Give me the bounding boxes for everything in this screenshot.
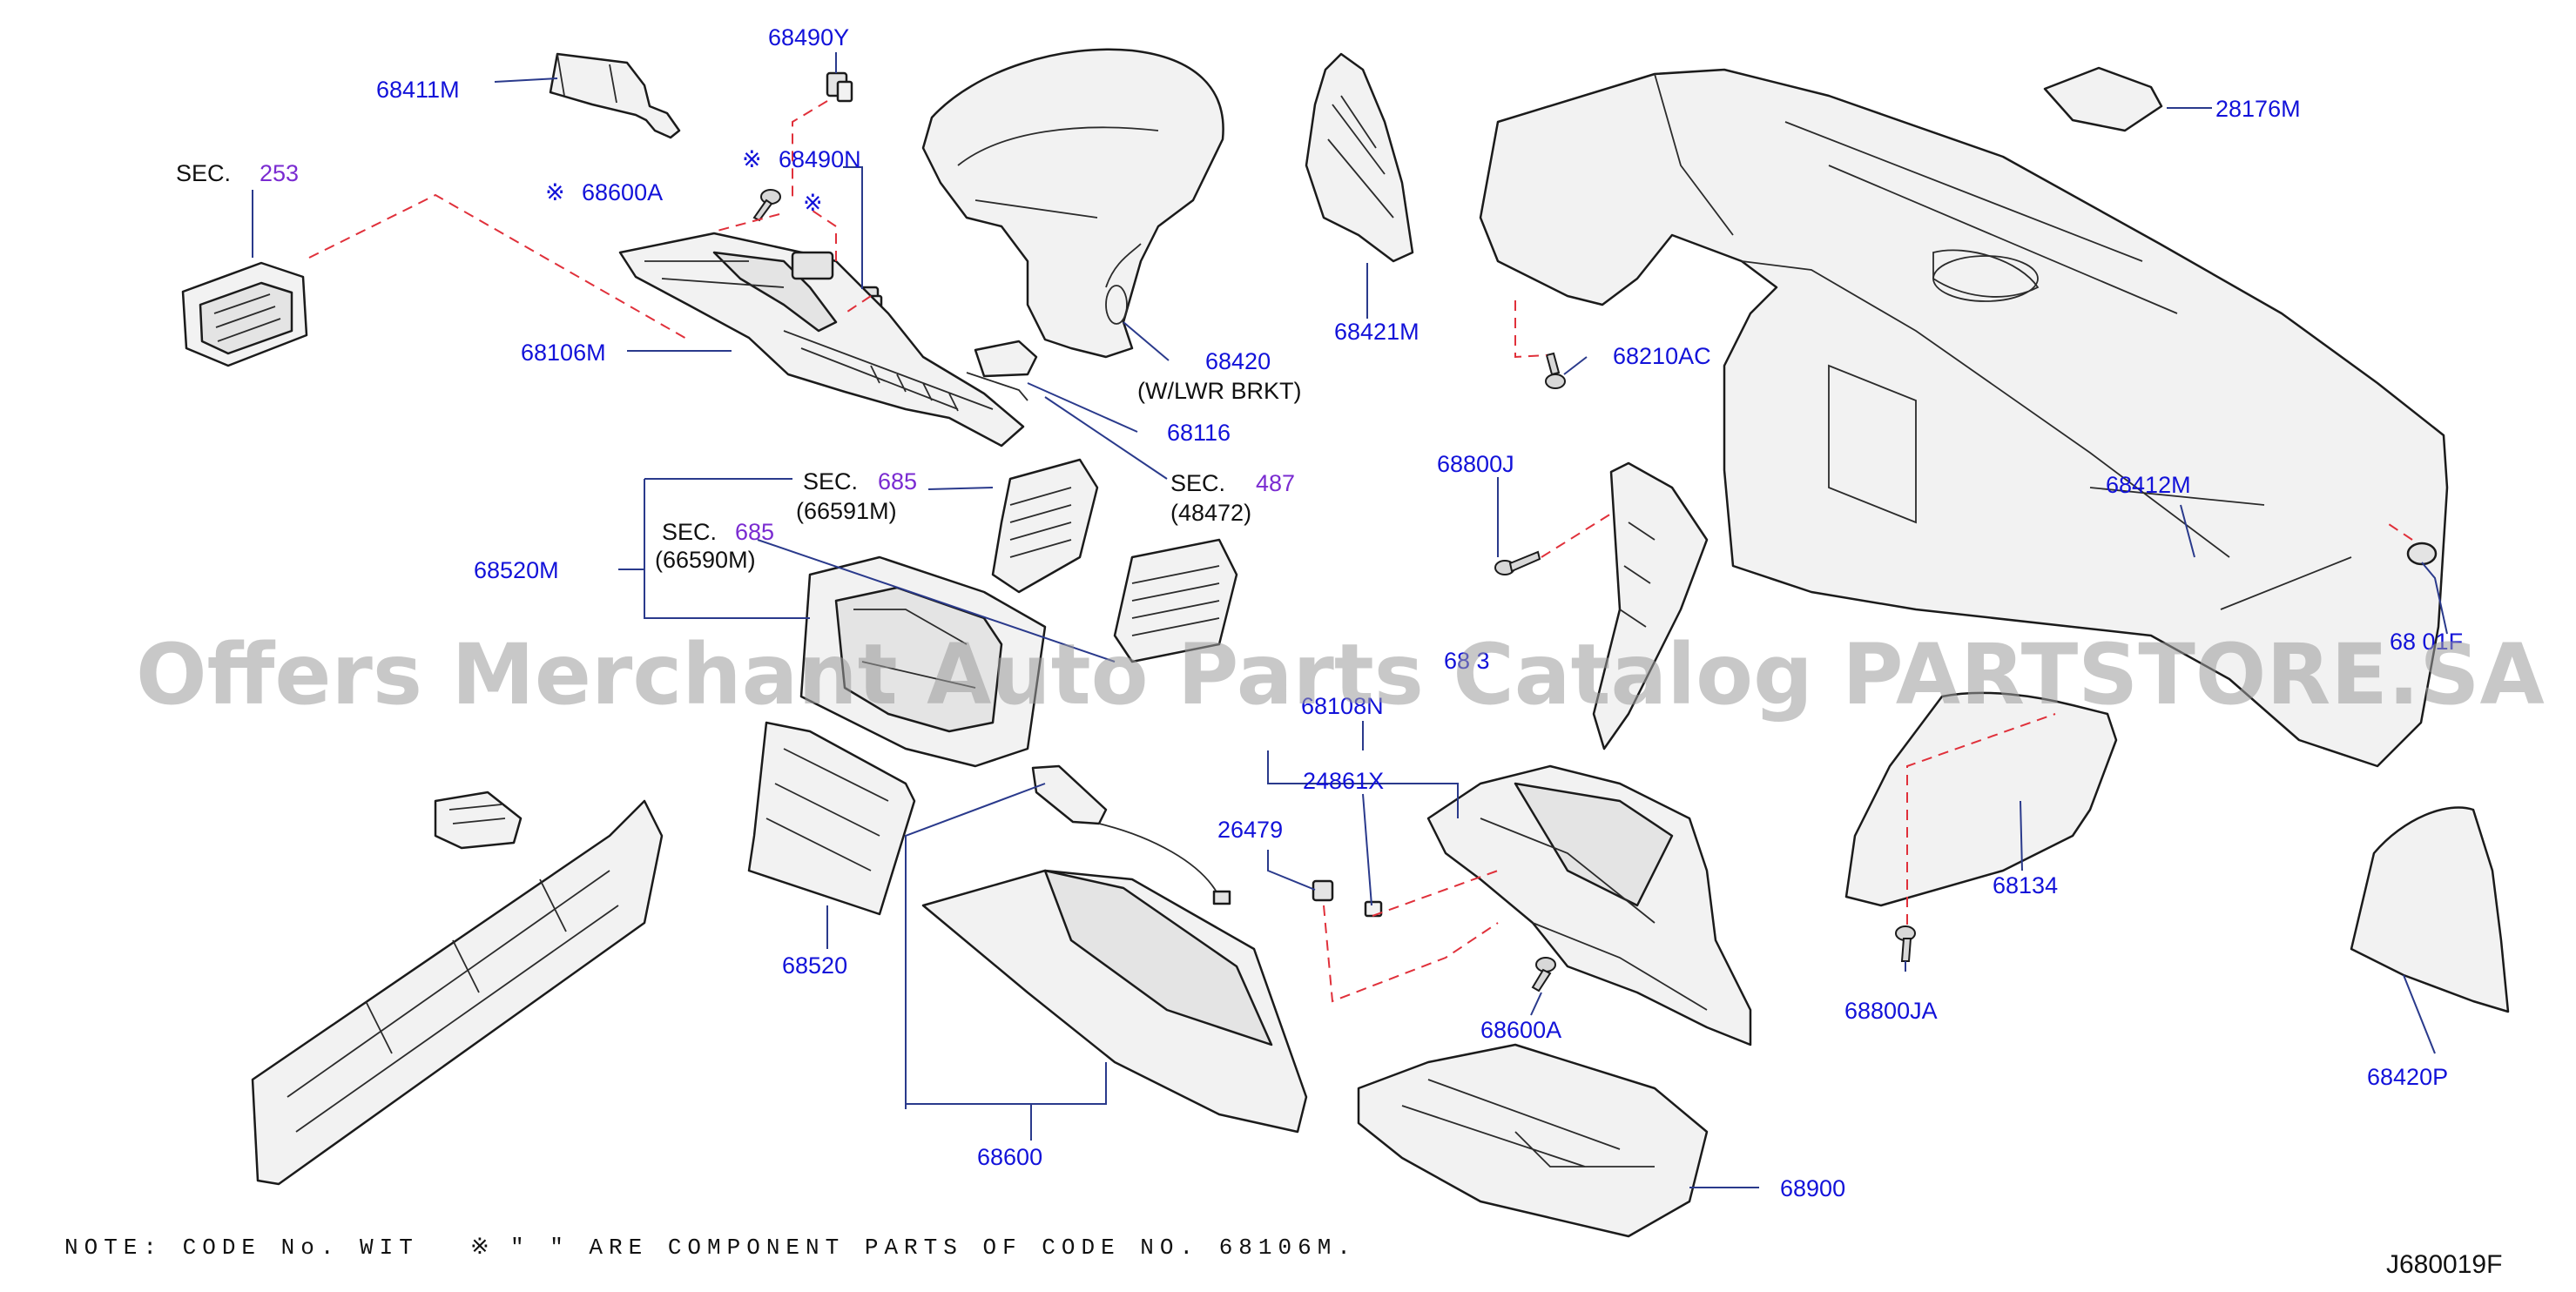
part-labels: 68411M 68490Y ※ 68490N ※ 68600A ※ SEC. 2… — [176, 24, 2463, 1201]
leader-lines — [252, 52, 2448, 1188]
switch-small-drawing — [434, 791, 523, 850]
part-68520-drawing — [747, 721, 916, 916]
label-68900[interactable]: 68900 — [1780, 1175, 1845, 1201]
label-68106M[interactable]: 68106M — [521, 340, 606, 366]
part-68490Y-drawing — [826, 71, 853, 103]
screw-68800J-drawing — [1494, 550, 1541, 575]
part-68421M-drawing — [1305, 52, 1414, 263]
part-68412M-drawing — [1479, 68, 2449, 768]
asterisk-68600A-top: ※ — [545, 179, 565, 205]
label-68520[interactable]: 68520 — [782, 952, 847, 979]
label-68420P[interactable]: 68420P — [2367, 1064, 2448, 1090]
label-68412M[interactable]: 68412M — [2106, 472, 2191, 498]
asterisk-68490N: ※ — [742, 146, 762, 172]
section-685b-number[interactable]: 685 — [735, 519, 774, 545]
label-68420-note: (W/LWR BRKT) — [1137, 378, 1301, 404]
section-487-number[interactable]: 487 — [1256, 470, 1295, 496]
part-68411M-drawing — [549, 52, 681, 139]
label-68108N[interactable]: 68108N — [1301, 693, 1384, 719]
section-487-prefix: SEC. — [1170, 470, 1225, 496]
lower-bracket-left-drawing — [251, 799, 664, 1186]
note-suffix: " " ARE COMPONENT PARTS OF CODE NO. 6810… — [510, 1235, 1357, 1261]
label-68600A-top[interactable]: 68600A — [582, 179, 663, 205]
note-prefix: NOTE: CODE No. WIT — [64, 1235, 419, 1261]
vent-66590M-drawing — [1113, 538, 1238, 663]
harness-drawing — [1031, 764, 1231, 905]
section-253-prefix: SEC. — [176, 160, 231, 186]
part-28176M-drawing — [2043, 66, 2163, 132]
part-68420-drawing — [921, 48, 1224, 359]
dashed-connectors — [308, 100, 2413, 1003]
vent-66591M-drawing — [991, 458, 1099, 594]
label-68600[interactable]: 68600 — [977, 1144, 1042, 1170]
switch-26479-drawing — [1312, 879, 1334, 902]
label-26479[interactable]: 26479 — [1217, 817, 1283, 843]
footer-note: NOTE: CODE No. WIT ※ " " ARE COMPONENT P… — [64, 1235, 1357, 1261]
label-24861X[interactable]: 24861X — [1303, 768, 1384, 794]
part-68900-drawing — [1357, 1043, 1709, 1238]
part-68106M-drawing — [618, 232, 1025, 447]
label-68420[interactable]: 68420 — [1205, 348, 1271, 374]
label-68600A-bottom[interactable]: 68600A — [1480, 1017, 1561, 1043]
label-28176M[interactable]: 28176M — [2215, 96, 2301, 122]
screw-68600A-bottom-drawing — [1531, 957, 1556, 993]
label-688x3[interactable]: 68 3 — [1444, 648, 1490, 674]
section-685a-prefix: SEC. — [803, 468, 858, 495]
screw-68210AC-drawing — [1545, 352, 1566, 389]
label-68411M[interactable]: 68411M — [376, 77, 460, 103]
part-68134-drawing — [1844, 691, 2118, 907]
label-68210AC[interactable]: 68210AC — [1613, 343, 1711, 369]
label-68490N[interactable]: 68490N — [779, 146, 861, 172]
label-68520M[interactable]: 68520M — [474, 557, 559, 583]
part-688x3-drawing — [1592, 461, 1709, 750]
note-symbol: ※ — [470, 1235, 496, 1261]
section-685a-sub: (66591M) — [796, 498, 897, 524]
section-685a-number[interactable]: 685 — [878, 468, 917, 495]
diagram-code: J680019F — [2386, 1250, 2502, 1279]
label-68800JA[interactable]: 68800JA — [1844, 998, 1938, 1024]
label-68800J[interactable]: 68800J — [1437, 451, 1514, 477]
label-68134[interactable]: 68134 — [1993, 872, 2058, 898]
part-68600-drawing — [921, 869, 1308, 1134]
part-68108N-drawing — [1426, 764, 1752, 1046]
label-68490Y[interactable]: 68490Y — [768, 24, 849, 50]
switch-block-sec253-drawing — [181, 261, 308, 367]
watermark: Offers Merchant Auto Parts Catalog PARTS… — [136, 626, 2545, 723]
section-253-number[interactable]: 253 — [260, 160, 299, 186]
section-487-sub: (48472) — [1170, 500, 1251, 526]
section-685b-sub: (66590M) — [655, 547, 756, 573]
asterisk-center: ※ — [803, 190, 823, 216]
label-688x1F[interactable]: 68 01F — [2390, 629, 2463, 655]
section-685b-prefix: SEC. — [662, 519, 717, 545]
label-68116[interactable]: 68116 — [1167, 420, 1231, 446]
label-68421M[interactable]: 68421M — [1334, 319, 1419, 345]
screw-68800JA-drawing — [1895, 925, 1916, 962]
part-68520M-drawing — [799, 555, 1047, 768]
part-68801F-drawing — [2406, 542, 2438, 566]
part-68420P-drawing — [2350, 806, 2510, 1013]
part-68116-drawing — [966, 340, 1038, 401]
